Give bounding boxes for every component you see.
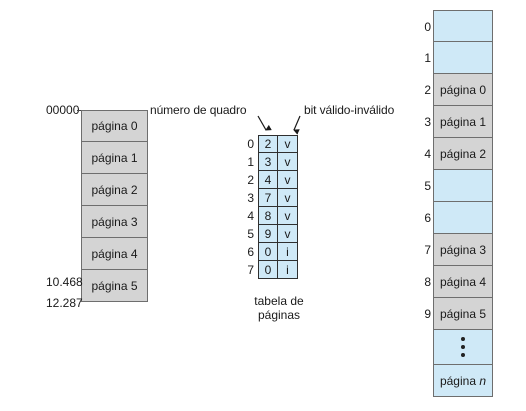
frame-index: 6 [424, 211, 431, 225]
physical-frame: 5 [424, 170, 493, 202]
frame-index: 4 [424, 147, 431, 161]
frame-label: página 4 [439, 274, 487, 289]
valid-bit-cell: v [278, 153, 298, 171]
physical-frame: 2 página 0 [424, 74, 493, 106]
frame-label: página 2 [439, 146, 487, 161]
logical-page: página 2 [81, 174, 148, 206]
address-label: 12.287 [46, 296, 83, 310]
page-table-caption: tabela de [254, 294, 304, 308]
physical-frame: 3 página 1 [424, 106, 493, 138]
page-table-index: 4 [247, 209, 254, 223]
page-table-row: 4 8 v [247, 207, 298, 225]
physical-frame: 1 [424, 42, 493, 74]
page-table-row: 3 7 v [247, 189, 298, 207]
physical-frame: 7 página 3 [424, 234, 493, 266]
page-table-index: 3 [247, 191, 254, 205]
physical-frame: 6 [424, 202, 493, 234]
logical-page: página 3 [81, 206, 148, 238]
page-table: 0 2 v 1 3 v 2 4 v 3 7 v 4 8 v 5 9 v 6 0 … [247, 135, 298, 279]
page-table-index: 6 [247, 245, 254, 259]
vertical-ellipsis-icon [461, 337, 465, 357]
page-table-row: 6 0 i [247, 243, 298, 261]
valid-bit-cell: i [278, 261, 298, 279]
valid-bit-header: bit válido-inválido [304, 103, 395, 117]
valid-bit-cell: v [278, 207, 298, 225]
frame-number-cell: 4 [258, 171, 278, 189]
page-table-index: 5 [247, 227, 254, 241]
physical-frame: 8 página 4 [424, 266, 493, 298]
valid-bit-cell: v [278, 171, 298, 189]
page-table-index: 7 [247, 263, 254, 277]
page-table-index: 2 [247, 173, 254, 187]
frame-index: 5 [424, 179, 431, 193]
frame-number-header: número de quadro [150, 103, 247, 117]
physical-frame: 4 página 2 [424, 138, 493, 170]
frame-index: 0 [424, 20, 431, 34]
logical-memory: página 0 página 1 página 2 página 3 pági… [81, 110, 148, 302]
page-table-row: 2 4 v [247, 171, 298, 189]
page-table-row: 7 0 i [247, 261, 298, 279]
frame-number-cell: 2 [258, 135, 278, 153]
frame-index: 9 [424, 307, 431, 321]
page-table-caption: páginas [257, 308, 301, 322]
frame-label: página 5 [439, 306, 487, 321]
frame-label: página 1 [439, 114, 487, 129]
physical-frame: 0 [424, 10, 493, 42]
address-label: 10.468 [46, 275, 83, 289]
ellipsis-frame [433, 330, 493, 365]
frame-label: página 0 [439, 82, 487, 97]
physical-frame-n: página n [433, 365, 493, 397]
physical-frame: 9 página 5 [424, 298, 493, 330]
frame-number-cell: 0 [258, 243, 278, 261]
frame-index: 7 [424, 243, 431, 257]
valid-bit-cell: i [278, 243, 298, 261]
frame-number-cell: 0 [258, 261, 278, 279]
logical-page: página 5 [81, 270, 148, 302]
frame-label: página 3 [439, 242, 487, 257]
logical-page: página 0 [81, 110, 148, 142]
frame-index: 1 [424, 51, 431, 65]
frame-index: 2 [424, 83, 431, 97]
frame-number-cell: 3 [258, 153, 278, 171]
page-table-row: 1 3 v [247, 153, 298, 171]
valid-bit-cell: v [278, 135, 298, 153]
start-address-label: 00000 [46, 103, 80, 117]
start-address-tick [77, 110, 81, 111]
valid-bit-cell: v [278, 189, 298, 207]
page-table-index: 1 [247, 155, 254, 169]
frame-index: 8 [424, 275, 431, 289]
page-table-index: 0 [247, 137, 254, 151]
frame-label-n: página n [439, 373, 487, 388]
physical-memory: 0 1 2 página 0 3 página 1 4 página 2 5 6… [424, 10, 493, 397]
page-table-row: 5 9 v [247, 225, 298, 243]
logical-page: página 4 [81, 238, 148, 270]
logical-page: página 1 [81, 142, 148, 174]
valid-bit-cell: v [278, 225, 298, 243]
frame-number-cell: 8 [258, 207, 278, 225]
page-table-row: 0 2 v [247, 135, 298, 153]
frame-index: 3 [424, 115, 431, 129]
frame-number-cell: 7 [258, 189, 278, 207]
frame-number-cell: 9 [258, 225, 278, 243]
